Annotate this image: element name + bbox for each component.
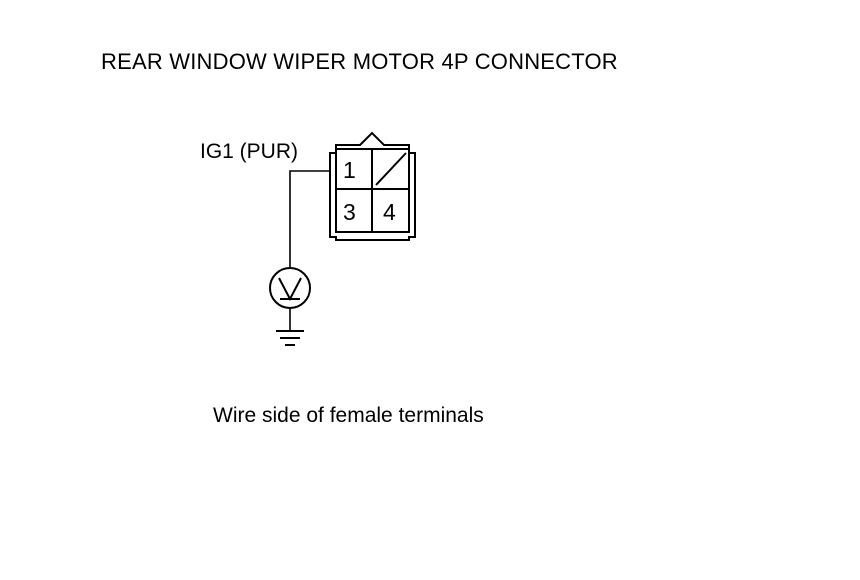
connector-4p	[329, 131, 416, 241]
voltmeter-icon	[269, 267, 311, 309]
pin-1-label: 1	[343, 157, 356, 183]
connector-housing	[329, 131, 416, 241]
wire-label-ig1: IG1 (PUR)	[200, 140, 299, 163]
pin-4-label: 4	[383, 199, 396, 225]
ground-icon	[276, 330, 304, 346]
connector-blank-cavity	[375, 152, 407, 186]
diagram-title: REAR WINDOW WIPER MOTOR 4P CONNECTOR	[101, 49, 618, 74]
diagram-caption: Wire side of female terminals	[213, 404, 484, 427]
pin-3-label: 3	[343, 199, 356, 225]
test-lead-wire	[289, 170, 330, 269]
